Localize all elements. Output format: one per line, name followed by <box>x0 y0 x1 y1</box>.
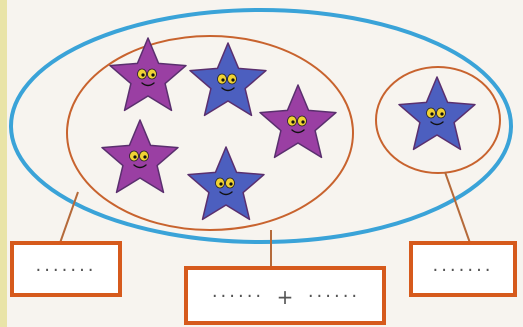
left-answer-box[interactable]: ······· <box>12 243 120 295</box>
right-answer-box[interactable]: ······· <box>411 243 515 295</box>
purple-star <box>102 120 178 192</box>
center-answer-box[interactable]: ······ + ······ <box>186 268 384 323</box>
left-answer-blank[interactable]: ······· <box>35 260 96 281</box>
plus-operator: + <box>277 285 294 309</box>
center-answer-blank-left[interactable]: ······ <box>212 286 264 307</box>
left-edge-strip <box>0 0 7 327</box>
center-answer-blank-right[interactable]: ······ <box>308 286 360 307</box>
purple-star <box>110 38 186 110</box>
right-answer-blank[interactable]: ······· <box>432 260 493 281</box>
stars-layer <box>102 38 475 219</box>
blue-star <box>399 77 475 149</box>
blue-star <box>188 147 264 219</box>
right-connector <box>445 172 470 243</box>
blue-star <box>190 43 266 115</box>
purple-star <box>260 85 336 157</box>
